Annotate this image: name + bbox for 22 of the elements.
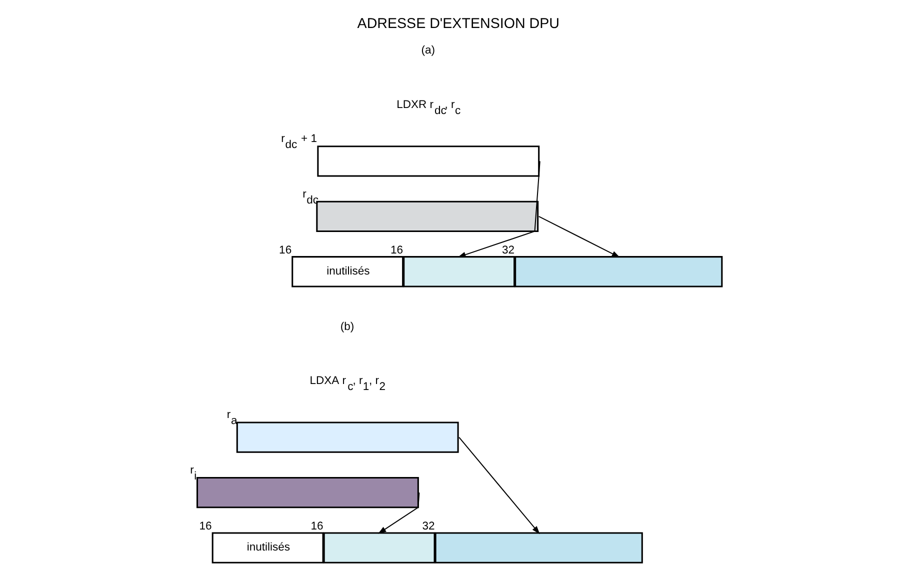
node-label: 16 [310,520,323,533]
node-label: 16 [390,244,403,257]
node-label: 32 [502,244,514,257]
node-label: 16 [198,520,212,533]
node-box [402,256,515,288]
node-label: 32 [422,520,434,533]
node-box [316,146,540,177]
arrow [538,216,620,258]
label: (b) [340,320,354,333]
node-box [322,532,435,564]
node-box: inutilisés [291,256,404,288]
node-box [434,532,642,564]
node-box [196,476,418,508]
node-box [514,256,722,288]
node-box [236,422,458,453]
arrow [457,161,540,258]
label: (a) [420,44,434,57]
arrow [458,437,540,534]
node-box: inutilisés [211,532,324,564]
diagram-title: ADRESSE D'EXTENSION DPU [356,16,559,32]
node-label: 16 [278,244,292,257]
arrow [378,492,420,534]
